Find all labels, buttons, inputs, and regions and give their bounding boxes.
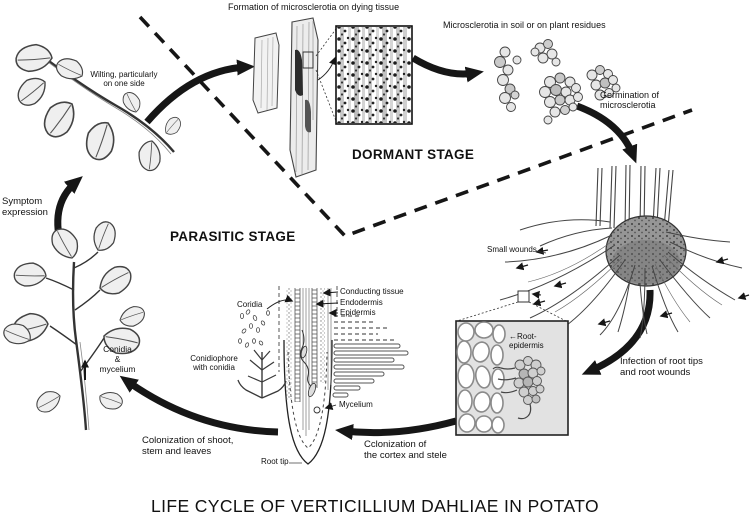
label-small-wounds: Small wounds — [487, 245, 537, 254]
diagram-title: LIFE CYCLE OF VERTICILLIUM DAHLIAE IN PO… — [150, 496, 600, 516]
label-root-epidermis: ←Root- epidermis — [509, 332, 544, 351]
label-coridia: Coridia — [237, 300, 263, 309]
dying-stem-illustration — [252, 17, 413, 178]
label-germination: Germination of microsclerotia — [600, 90, 660, 111]
label-epidermis: Epidermis — [340, 308, 376, 317]
label-parasitic-stage: PARASITIC STAGE — [170, 229, 296, 244]
label-infection: Infection of root tips and root wounds — [620, 356, 703, 378]
arrow-formation-to-soil — [411, 54, 484, 83]
label-endodermis: Endodermis — [340, 298, 383, 307]
spore-cluster — [513, 356, 546, 405]
label-wilting: Wilting, particularly on one side — [90, 70, 158, 89]
tuber-roots-illustration — [456, 164, 750, 339]
label-mycelium: Mycelium — [339, 400, 373, 409]
arrow-colonization-shoot — [119, 375, 279, 436]
label-colonization-cortex: Cclonization of the cortex and stele — [364, 439, 447, 461]
arrow-germination — [575, 102, 638, 164]
label-microsclerotia-soil: Microsclerotia in soil or on plant resid… — [443, 20, 606, 30]
label-conidia-mycelium: Conidia & mycelium — [99, 344, 136, 374]
cycle-arrows — [54, 54, 654, 440]
microsclerotia-clusters-illustration — [494, 39, 621, 125]
root-tip-illustration — [278, 286, 409, 465]
label-dormant-stage: DORMANT STAGE — [352, 147, 475, 162]
root-epidermis-inset-box — [455, 320, 569, 436]
label-leader-arrows — [315, 288, 339, 410]
label-root-tip: Root tip — [261, 457, 289, 466]
label-formation: Formation of microsclerotia on dying tis… — [228, 2, 400, 12]
label-symptom-expression: Symptom expression — [2, 196, 48, 218]
arrow-colonization-cortex — [335, 417, 457, 440]
potato-plant-illustration — [0, 217, 147, 431]
conidiophore-illustration — [237, 294, 294, 399]
microsclerotia-inset-box — [335, 25, 413, 125]
label-conducting-tissue: Conducting tissue — [340, 287, 404, 296]
conidia-dots — [238, 309, 270, 348]
stage-boundary-dashed-line — [138, 15, 693, 239]
label-colonization-shoot: Colonization of shoot, stem and leaves — [142, 435, 234, 457]
arrow-wilting-to-formation — [144, 59, 255, 125]
arrow-infection — [581, 289, 654, 375]
label-conidiophore: Conidiophore with conidia — [190, 354, 238, 373]
wilting-branch-illustration — [11, 42, 185, 174]
